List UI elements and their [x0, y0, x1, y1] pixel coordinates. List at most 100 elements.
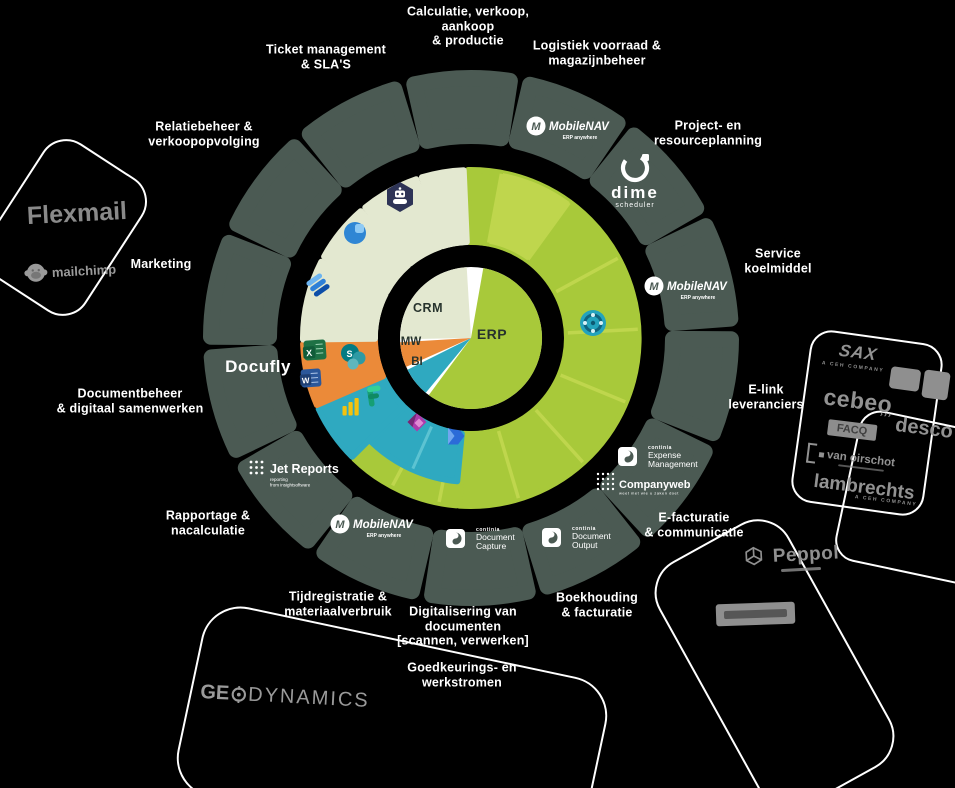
- peppol-logo: Peppol: [740, 540, 840, 571]
- svg-text:M: M: [649, 281, 659, 293]
- petal-0: [406, 70, 518, 149]
- excel-icon: X: [302, 339, 327, 361]
- svg-text:continia: continia: [648, 445, 672, 451]
- cebeo-arrows: ›››: [879, 408, 893, 420]
- pie-wedge-bi: [407, 338, 471, 393]
- label-rapportage: Rapportage &nacalculatie: [166, 509, 250, 538]
- center-label-crm: CRM: [413, 301, 443, 315]
- label-line: Logistiek voorraad &: [532, 38, 662, 53]
- label-line: materiaalverbruik: [284, 604, 392, 618]
- mobilenav-logo: M MobileNAV ERP anywhere: [330, 514, 414, 539]
- svg-text:weet met wie u zaken doet: weet met wie u zaken doet: [619, 491, 679, 496]
- petal-7: [424, 527, 536, 606]
- svg-text:Document: Document: [476, 532, 515, 542]
- business-central-icon: [448, 427, 465, 445]
- label-efacturatie: E-facturatie& communicatie: [644, 511, 743, 540]
- label-line: Project- en: [674, 118, 742, 133]
- svg-text:Output: Output: [572, 540, 598, 550]
- svg-text:dime: dime: [611, 183, 659, 202]
- cropped-logo-box-2: [921, 369, 951, 401]
- label-line: [scannen, verwerken]: [397, 633, 529, 648]
- van-oirschot-square-icon: [818, 451, 825, 458]
- svg-text:Document: Document: [572, 531, 611, 541]
- petal-3: [645, 218, 739, 331]
- svg-text:S: S: [346, 349, 352, 359]
- petal-4: [651, 330, 739, 442]
- svg-text:Management: Management: [648, 459, 698, 469]
- label-marketing: Marketing: [131, 257, 192, 272]
- cropped-logo-box-1: [888, 366, 922, 392]
- flexmail-logo: Flexmail: [26, 196, 128, 231]
- label-line: Marketing: [130, 256, 192, 271]
- label-line: & productie: [432, 33, 504, 48]
- label-boekhouding: Boekhouding& facturatie: [556, 591, 638, 620]
- svg-text:reporting: reporting: [270, 477, 288, 482]
- petal-6: [522, 488, 641, 595]
- label-line: Relatiebeheer &: [155, 119, 253, 134]
- power-apps-icon: [407, 412, 427, 432]
- svg-text:scheduler: scheduler: [615, 202, 654, 209]
- dynamics-365-sales-icon: [306, 273, 330, 297]
- docufly-logo: Docufly: [225, 357, 290, 376]
- svg-text:continia: continia: [476, 527, 500, 533]
- label-line: Tijdregistratie &: [288, 589, 388, 604]
- svg-text:ERP anywhere: ERP anywhere: [367, 533, 402, 539]
- label-line: documenten: [424, 618, 502, 633]
- lime-spoke: [486, 173, 504, 243]
- svg-text:ERP anywhere: ERP anywhere: [681, 295, 716, 301]
- svg-text:Companyweb: Companyweb: [619, 479, 691, 491]
- geodynamics-target-icon: [231, 686, 246, 704]
- pie-wedge-mw: [400, 338, 471, 367]
- lime-spoke: [526, 201, 571, 261]
- svg-text:ERP anywhere: ERP anywhere: [563, 135, 598, 141]
- power-bi-icon: [342, 398, 359, 416]
- teal-spoke: [411, 426, 433, 470]
- label-line: Service: [755, 246, 801, 261]
- svg-text:Jet Reports: Jet Reports: [270, 462, 339, 476]
- lime-spoke: [559, 373, 626, 404]
- svg-text:MobileNAV: MobileNAV: [667, 281, 728, 293]
- petal-5: [600, 418, 713, 537]
- petal-2: [589, 127, 705, 246]
- label-line: Calculatie, verkoop,: [406, 4, 530, 19]
- field-service-target-icon: [580, 310, 606, 336]
- illegible-text-bar: [723, 608, 788, 620]
- svg-text:M: M: [335, 519, 345, 531]
- lime-spoke: [496, 430, 521, 499]
- label-documentbeheer: Documentbeheer& digitaal samenwerken: [57, 387, 204, 416]
- label-line: E-link: [748, 382, 784, 397]
- mailchimp-logo: mailchimp: [23, 257, 116, 286]
- petal-13: [301, 81, 420, 188]
- mailchimp-monkey-icon: [24, 263, 48, 282]
- geodynamics-geo: GE: [199, 681, 230, 705]
- peppol-icon: [745, 546, 763, 566]
- label-line: Goedkeurings- en: [407, 660, 517, 675]
- label-line: E-facturatie: [658, 510, 730, 525]
- label-line: & facturatie: [561, 605, 633, 619]
- svg-text:X: X: [306, 348, 313, 358]
- svg-text:Capture: Capture: [476, 541, 507, 551]
- svg-text:MobileNAV: MobileNAV: [353, 519, 414, 531]
- petal-1: [508, 76, 626, 180]
- bot-hexagon-badge-icon: [387, 182, 413, 212]
- label-line: werkstromen: [421, 675, 502, 689]
- ring-segment-8: [418, 167, 470, 250]
- center-label-erp: ERP: [477, 326, 507, 342]
- mobilenav-logo: M MobileNAV ERP anywhere: [644, 276, 728, 301]
- dynamics-365-finance-icon: [366, 385, 381, 407]
- mailchimp-wordmark: mailchimp: [51, 261, 117, 280]
- ring-bright-wedge: [489, 173, 570, 261]
- label-ticket-management: Ticket management& SLA'S: [266, 43, 386, 72]
- label-line: Boekhouding: [555, 590, 639, 605]
